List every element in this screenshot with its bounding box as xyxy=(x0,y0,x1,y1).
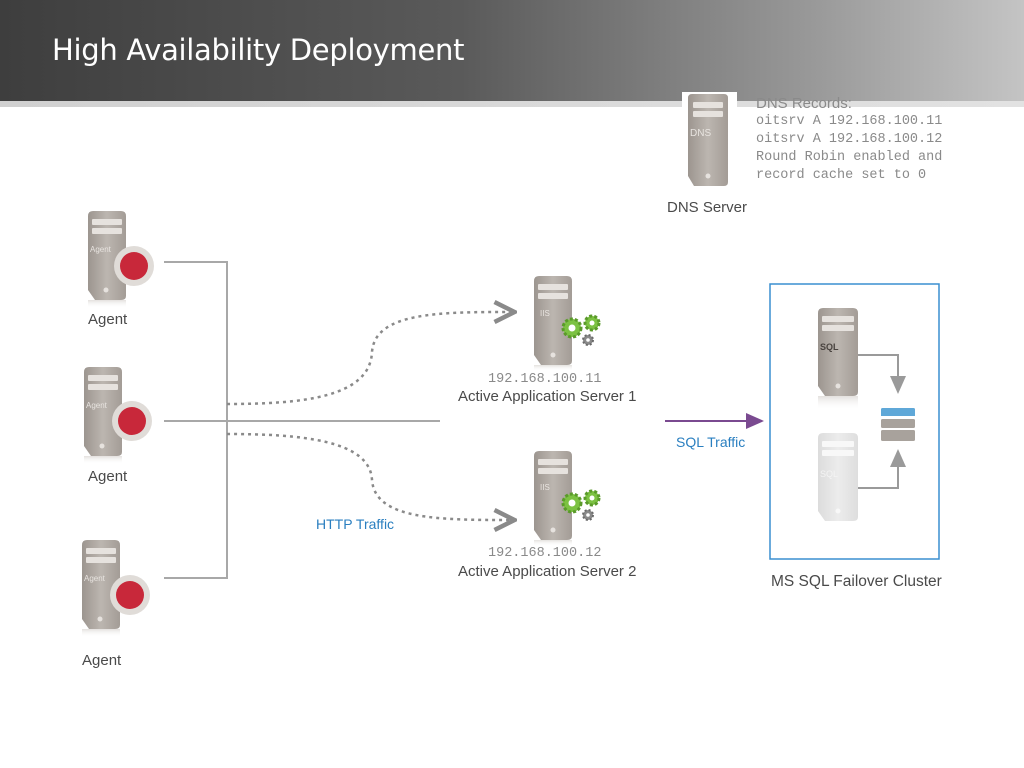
http-traffic-path-server-2 xyxy=(226,432,512,520)
dns-record-line: oitsrv A 192.168.100.11 xyxy=(756,114,943,129)
agent-icon-text: Agent xyxy=(90,245,112,254)
sql-cluster-box xyxy=(769,283,940,560)
dns-record-line: oitsrv A 192.168.100.12 xyxy=(756,132,943,147)
agent-3: Agent xyxy=(82,540,150,637)
sql-cluster-label: MS SQL Failover Cluster xyxy=(771,573,942,590)
agent-status-red-icon xyxy=(118,407,146,435)
sql-node-active: SQL xyxy=(818,308,858,410)
database-storage-icon xyxy=(881,408,915,441)
agent-label: Agent xyxy=(82,652,122,669)
http-traffic-path-server-1 xyxy=(226,312,512,406)
iis-icon-text: IIS xyxy=(540,309,550,318)
agent-2: Agent xyxy=(84,367,152,464)
dns-records-note: DNS Records: oitsrv A 192.168.100.11 oit… xyxy=(756,95,942,185)
app-server-1: IIS xyxy=(534,276,601,371)
app-server-1-ip: 192.168.100.11 xyxy=(488,372,602,387)
app-server-2-ip: 192.168.100.12 xyxy=(488,546,602,561)
sql-traffic-label: SQL Traffic xyxy=(676,434,746,450)
gears-icon xyxy=(561,314,601,346)
agent-icon-text: Agent xyxy=(84,574,106,583)
agent-status-red-icon xyxy=(120,252,148,280)
app-server-2-label: Active Application Server 2 xyxy=(458,563,637,580)
agent-trunk-lines xyxy=(164,261,440,579)
sql-icon-text: SQL xyxy=(820,469,838,479)
http-traffic-label: HTTP Traffic xyxy=(316,516,395,532)
sql-icon-text: SQL xyxy=(820,342,839,352)
page-title: High Availability Deployment xyxy=(52,33,465,67)
dns-record-line: Round Robin enabled and xyxy=(756,150,943,165)
agent-status-red-icon xyxy=(116,581,144,609)
app-server-1-label: Active Application Server 1 xyxy=(458,388,637,405)
cluster-storage-arrows xyxy=(858,354,906,489)
dns-records-heading: DNS Records: xyxy=(756,95,852,112)
title-bar xyxy=(0,0,1024,101)
dns-record-line: record cache set to 0 xyxy=(756,168,927,183)
sql-node-passive: SQL xyxy=(818,433,858,521)
dns-icon-text: DNS xyxy=(690,128,711,139)
gears-icon xyxy=(561,489,601,521)
dns-server: DNS xyxy=(682,92,737,192)
dns-server-label: DNS Server xyxy=(667,199,748,216)
agent-icon-text: Agent xyxy=(86,401,108,410)
agent-label: Agent xyxy=(88,468,128,485)
agent-label: Agent xyxy=(88,311,128,328)
agent-1: Agent xyxy=(88,211,154,308)
app-server-2: IIS xyxy=(534,451,601,546)
title-bar-underline xyxy=(0,101,1024,107)
iis-icon-text: IIS xyxy=(540,483,550,492)
